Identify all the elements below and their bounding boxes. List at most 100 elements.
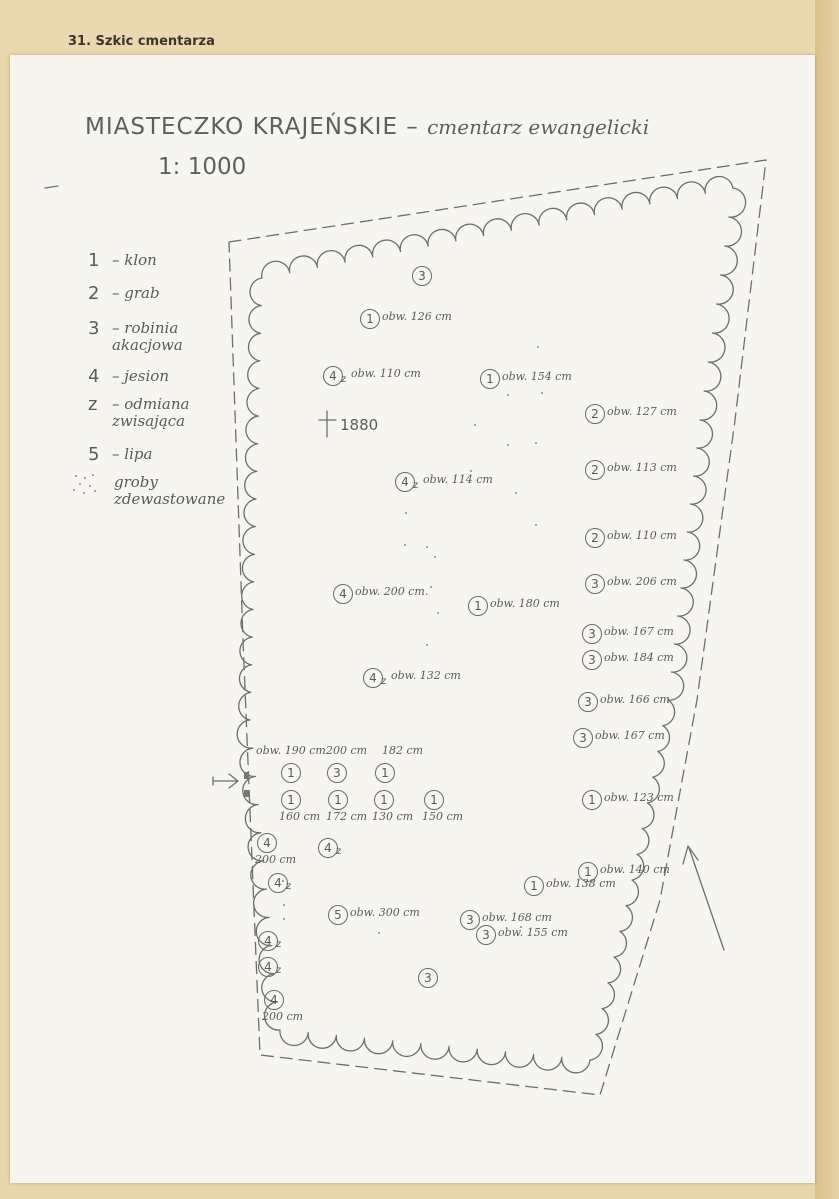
tree-girth-label-15: obw. 167 cm [595, 729, 665, 742]
tree-girth-label-22: 150 cm [422, 810, 464, 823]
tree-marker-28: 1 [524, 876, 544, 896]
tree-marker-7: 2 [585, 528, 605, 548]
tree-species-number: 1 [334, 793, 342, 807]
legend-divider-mark [44, 185, 59, 189]
tree-marker-1: 1 [360, 309, 380, 329]
grave-dot-0 [537, 346, 539, 348]
map-title: MIASTECZKO KRAJEŃSKIE – cmentarz ewangel… [85, 114, 649, 140]
tree-species-number: 3 [588, 627, 596, 641]
tree-species-number: 3 [591, 577, 599, 591]
tree-marker-18: 1 [375, 763, 395, 783]
tree-marker-19: 1 [281, 790, 301, 810]
grave-dot-18 [378, 932, 380, 934]
tree-species-number: 2 [591, 463, 599, 477]
grave-dot-11 [434, 556, 436, 558]
tree-girth-label-27: obw. 140 cm [600, 863, 670, 876]
tree-species-number: 3 [466, 913, 474, 927]
tree-species-number: 3 [579, 731, 587, 745]
tree-marker-24: 4 [257, 833, 277, 853]
tree-girth-label-31: obw. 155 cm [498, 926, 568, 939]
tree-marker-8: 4 [333, 584, 353, 604]
legend-key-4: z [88, 394, 98, 415]
grave-dot-13 [437, 612, 439, 614]
folder-edge [815, 0, 839, 1199]
tree-marker-3: 1 [480, 369, 500, 389]
tree-girth-label-7: obw. 110 cm [607, 529, 677, 542]
tree-marker-29: 5 [328, 905, 348, 925]
tree-girth-label-11: obw. 167 cm [604, 625, 674, 638]
grave-dot-4 [507, 444, 509, 446]
grave-dot-15 [282, 880, 284, 882]
grave-dot-17 [283, 918, 285, 920]
gate-post-top [244, 772, 249, 779]
tree-species-number: 4 [274, 876, 282, 890]
tree-girth-label-6: obw. 113 cm [607, 461, 677, 474]
tree-girth-label-2: obw. 110 cm [351, 367, 421, 380]
tree-species-number: 3 [333, 766, 341, 780]
legend-key-5: 5 [88, 444, 100, 465]
grave-dot-1 [507, 394, 509, 396]
tree-species-number: 4 [270, 993, 278, 1007]
tree-variety-mark: z [413, 480, 419, 491]
legend-key-3: 4 [88, 366, 100, 387]
tree-species-number: 4 [263, 836, 271, 850]
gate-post-bottom [244, 790, 249, 797]
grave-dot-16 [283, 904, 285, 906]
tree-marker-27: 1 [578, 862, 598, 882]
tree-girth-label-19: 160 cm [279, 810, 321, 823]
legend-label-5: – lipa [112, 445, 153, 463]
tree-girth-label-35: 200 cm [262, 1010, 304, 1023]
tree-species-number: 4 [401, 475, 409, 489]
tree-marker-17: 3 [327, 763, 347, 783]
tree-species-number: 1 [474, 599, 482, 613]
page-heading: 31. Szkic cmentarza [68, 34, 215, 49]
tree-marker-16: 1 [281, 763, 301, 783]
legend-key-1: 2 [88, 283, 100, 304]
legend-label-0: – klon [112, 251, 157, 269]
tree-species-number: 4 [264, 934, 272, 948]
tree-marker-14: 3 [578, 692, 598, 712]
tree-species-number: 1 [486, 372, 494, 386]
tree-marker-6: 2 [585, 460, 605, 480]
tree-variety-mark: z [381, 676, 387, 687]
tree-marker-9: 1 [468, 596, 488, 616]
tree-girth-label-9: obw. 180 cm [490, 597, 560, 610]
tree-variety-mark: z [276, 965, 282, 976]
tree-girth-label-24: 200 cm [255, 853, 297, 866]
tree-marker-12: 3 [582, 650, 602, 670]
paper-sheet [10, 55, 815, 1183]
tree-girth-label-20: 172 cm [326, 810, 368, 823]
tree-species-number: 4 [324, 841, 332, 855]
tree-variety-mark: z [336, 846, 342, 857]
tree-species-number: 1 [287, 793, 295, 807]
grave-dot-5 [535, 442, 537, 444]
tree-species-number: 1 [287, 766, 295, 780]
tree-species-number: 3 [584, 695, 592, 709]
tree-marker-10: 3 [585, 574, 605, 594]
grave-dot-2 [541, 392, 543, 394]
tree-variety-mark: z [286, 881, 292, 892]
legend-label-4: – odmiana zwisająca [112, 395, 190, 430]
tree-girth-label-29: obw. 300 cm [350, 906, 420, 919]
tree-girth-label-4: obw. 127 cm [607, 405, 677, 418]
tree-species-number: 4 [339, 587, 347, 601]
tree-girth-label-3: obw. 154 cm [502, 370, 572, 383]
tree-marker-20: 1 [328, 790, 348, 810]
legend-label-6: groby zdewastowane [114, 473, 226, 508]
tree-girth-label-1: obw. 126 cm [382, 310, 452, 323]
tree-marker-23: 1 [582, 790, 602, 810]
legend-key-2: 3 [88, 318, 100, 339]
tree-girth-label-21: 130 cm [372, 810, 414, 823]
grave-dot-20 [426, 546, 428, 548]
tree-girth-label-14: obw. 166 cm [600, 693, 670, 706]
tree-girth-label-13: obw. 132 cm [391, 669, 461, 682]
header-strip [0, 0, 839, 55]
tree-species-number: 1 [584, 865, 592, 879]
grave-dot-7 [515, 492, 517, 494]
